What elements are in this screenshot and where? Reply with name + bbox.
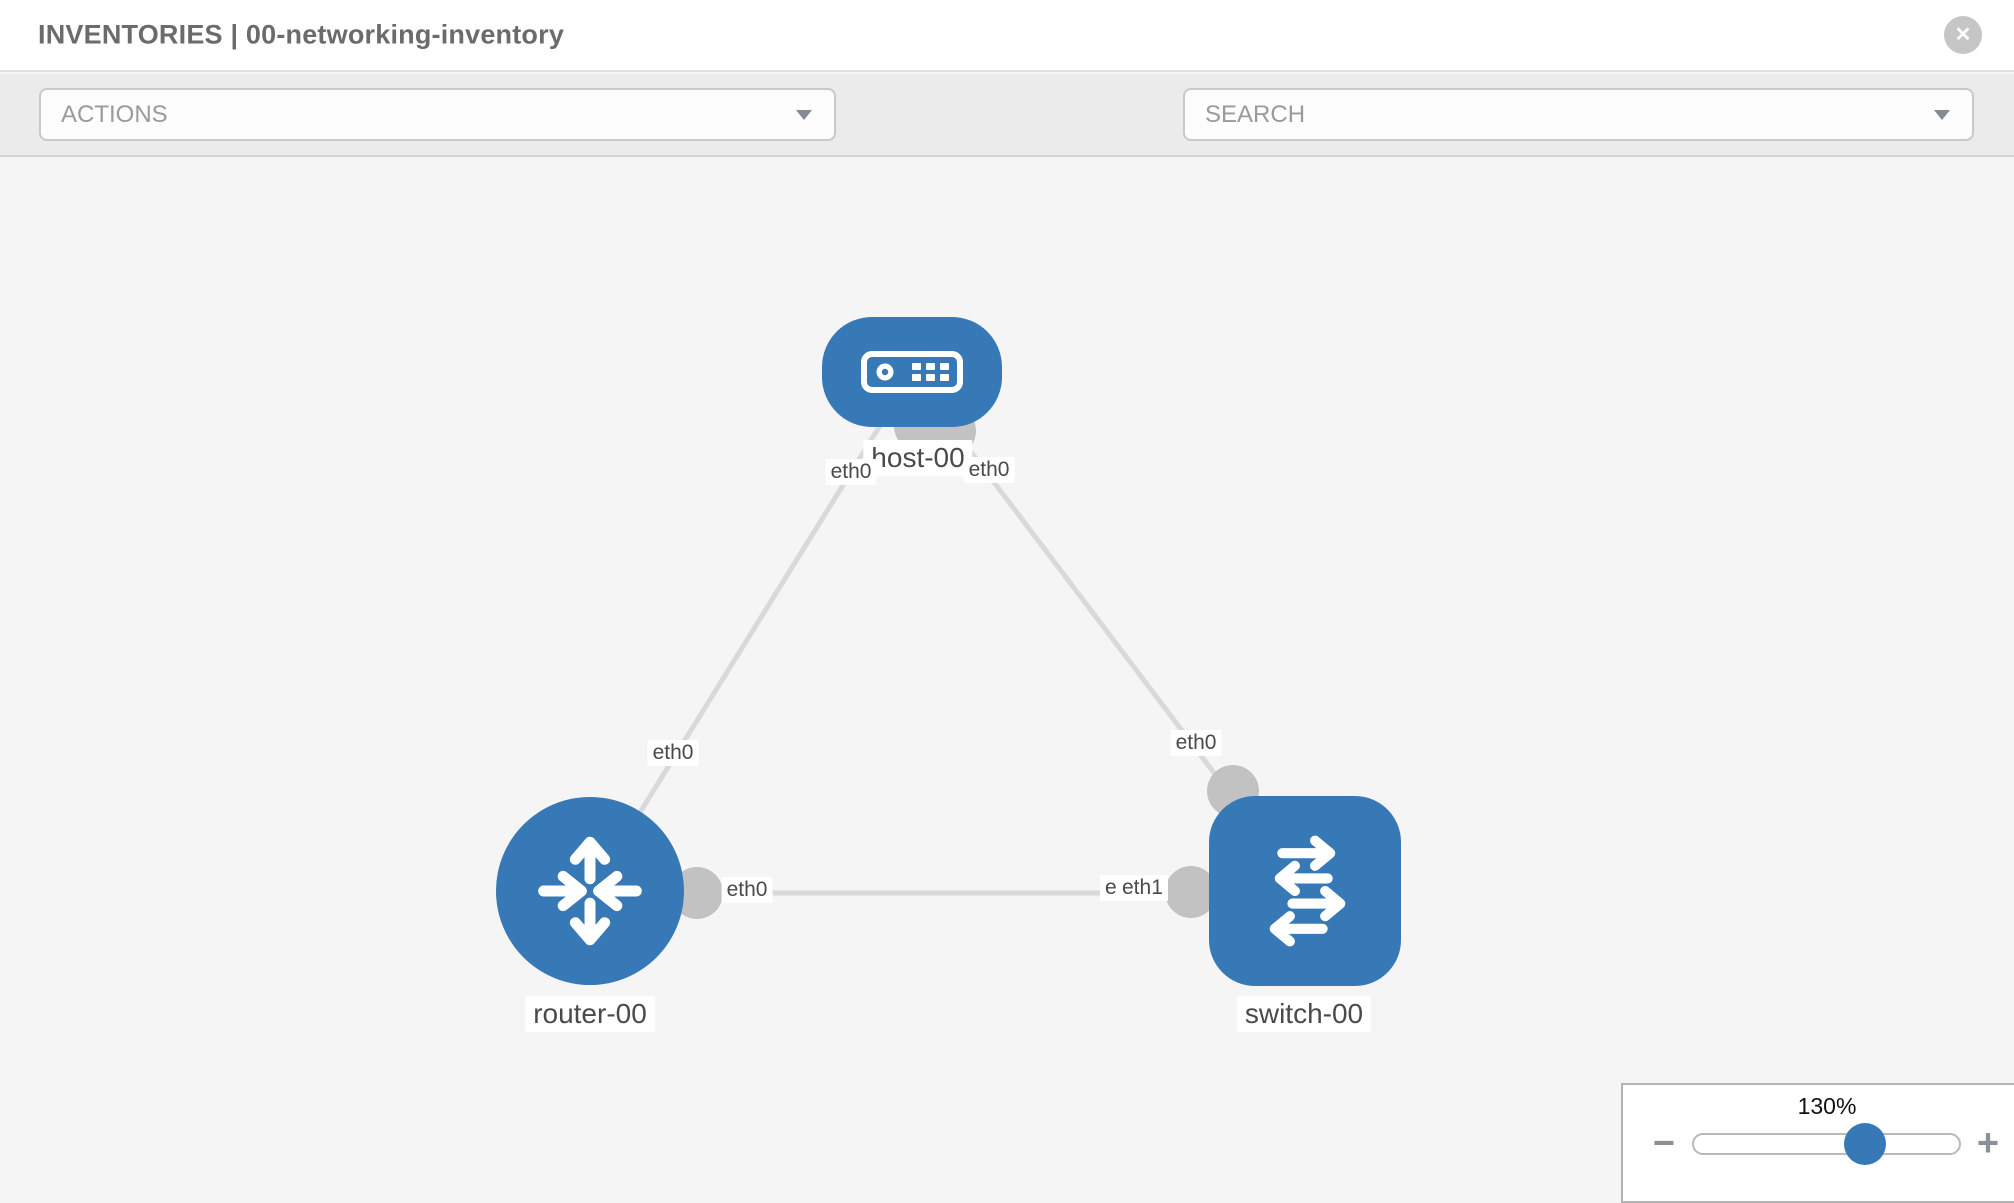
zoom-in-button[interactable]: +: [1977, 1123, 1999, 1166]
actions-dropdown-label: ACTIONS: [61, 100, 168, 128]
plus-icon: +: [1976, 1122, 2000, 1165]
node-label-switch: switch-00: [1236, 996, 1372, 1032]
page-header: INVENTORIES | 00-networking-inventory ✕: [0, 0, 2014, 72]
interface-label: eth0: [721, 877, 773, 903]
zoom-out-button[interactable]: −: [1653, 1123, 1675, 1166]
interface-label: eth0: [647, 740, 699, 766]
toolbar: ACTIONS SEARCH: [0, 74, 2014, 206]
topology-links: [587, 372, 1307, 896]
router-icon: [538, 836, 642, 946]
close-button[interactable]: ✕: [1944, 16, 1982, 54]
interface-label: eth0: [963, 457, 1015, 483]
search-input[interactable]: SEARCH: [1183, 88, 1974, 141]
page-title: INVENTORIES | 00-networking-inventory: [38, 19, 565, 50]
close-icon: ✕: [1954, 24, 1972, 46]
node-switch-00[interactable]: [1209, 796, 1401, 986]
chevron-down-icon: [1934, 109, 1950, 120]
node-router-00[interactable]: [496, 797, 684, 985]
chevron-down-icon: [796, 109, 812, 120]
zoom-control-panel: 130% − +: [1621, 1083, 2014, 1203]
zoom-slider-handle[interactable]: [1844, 1123, 1886, 1165]
switch-icon: [1269, 835, 1346, 947]
node-host-00[interactable]: [822, 317, 1002, 427]
interface-label: eth0: [825, 459, 877, 485]
topology-canvas[interactable]: host-00 router-00 switch-00 eth0 eth0 et…: [0, 159, 2014, 1200]
actions-dropdown[interactable]: ACTIONS: [39, 88, 836, 141]
node-label-host: host-00: [863, 440, 973, 476]
node-label-router: router-00: [525, 996, 655, 1032]
zoom-level-value: 130%: [1797, 1093, 1857, 1119]
minus-icon: −: [1652, 1122, 1676, 1165]
search-placeholder: SEARCH: [1205, 100, 1306, 128]
host-icon: [861, 351, 963, 393]
zoom-slider-track[interactable]: [1692, 1133, 1961, 1155]
interface-connector: [1165, 866, 1217, 918]
interface-label: eth1: [1117, 875, 1168, 901]
interface-label: eth0: [1170, 730, 1222, 756]
